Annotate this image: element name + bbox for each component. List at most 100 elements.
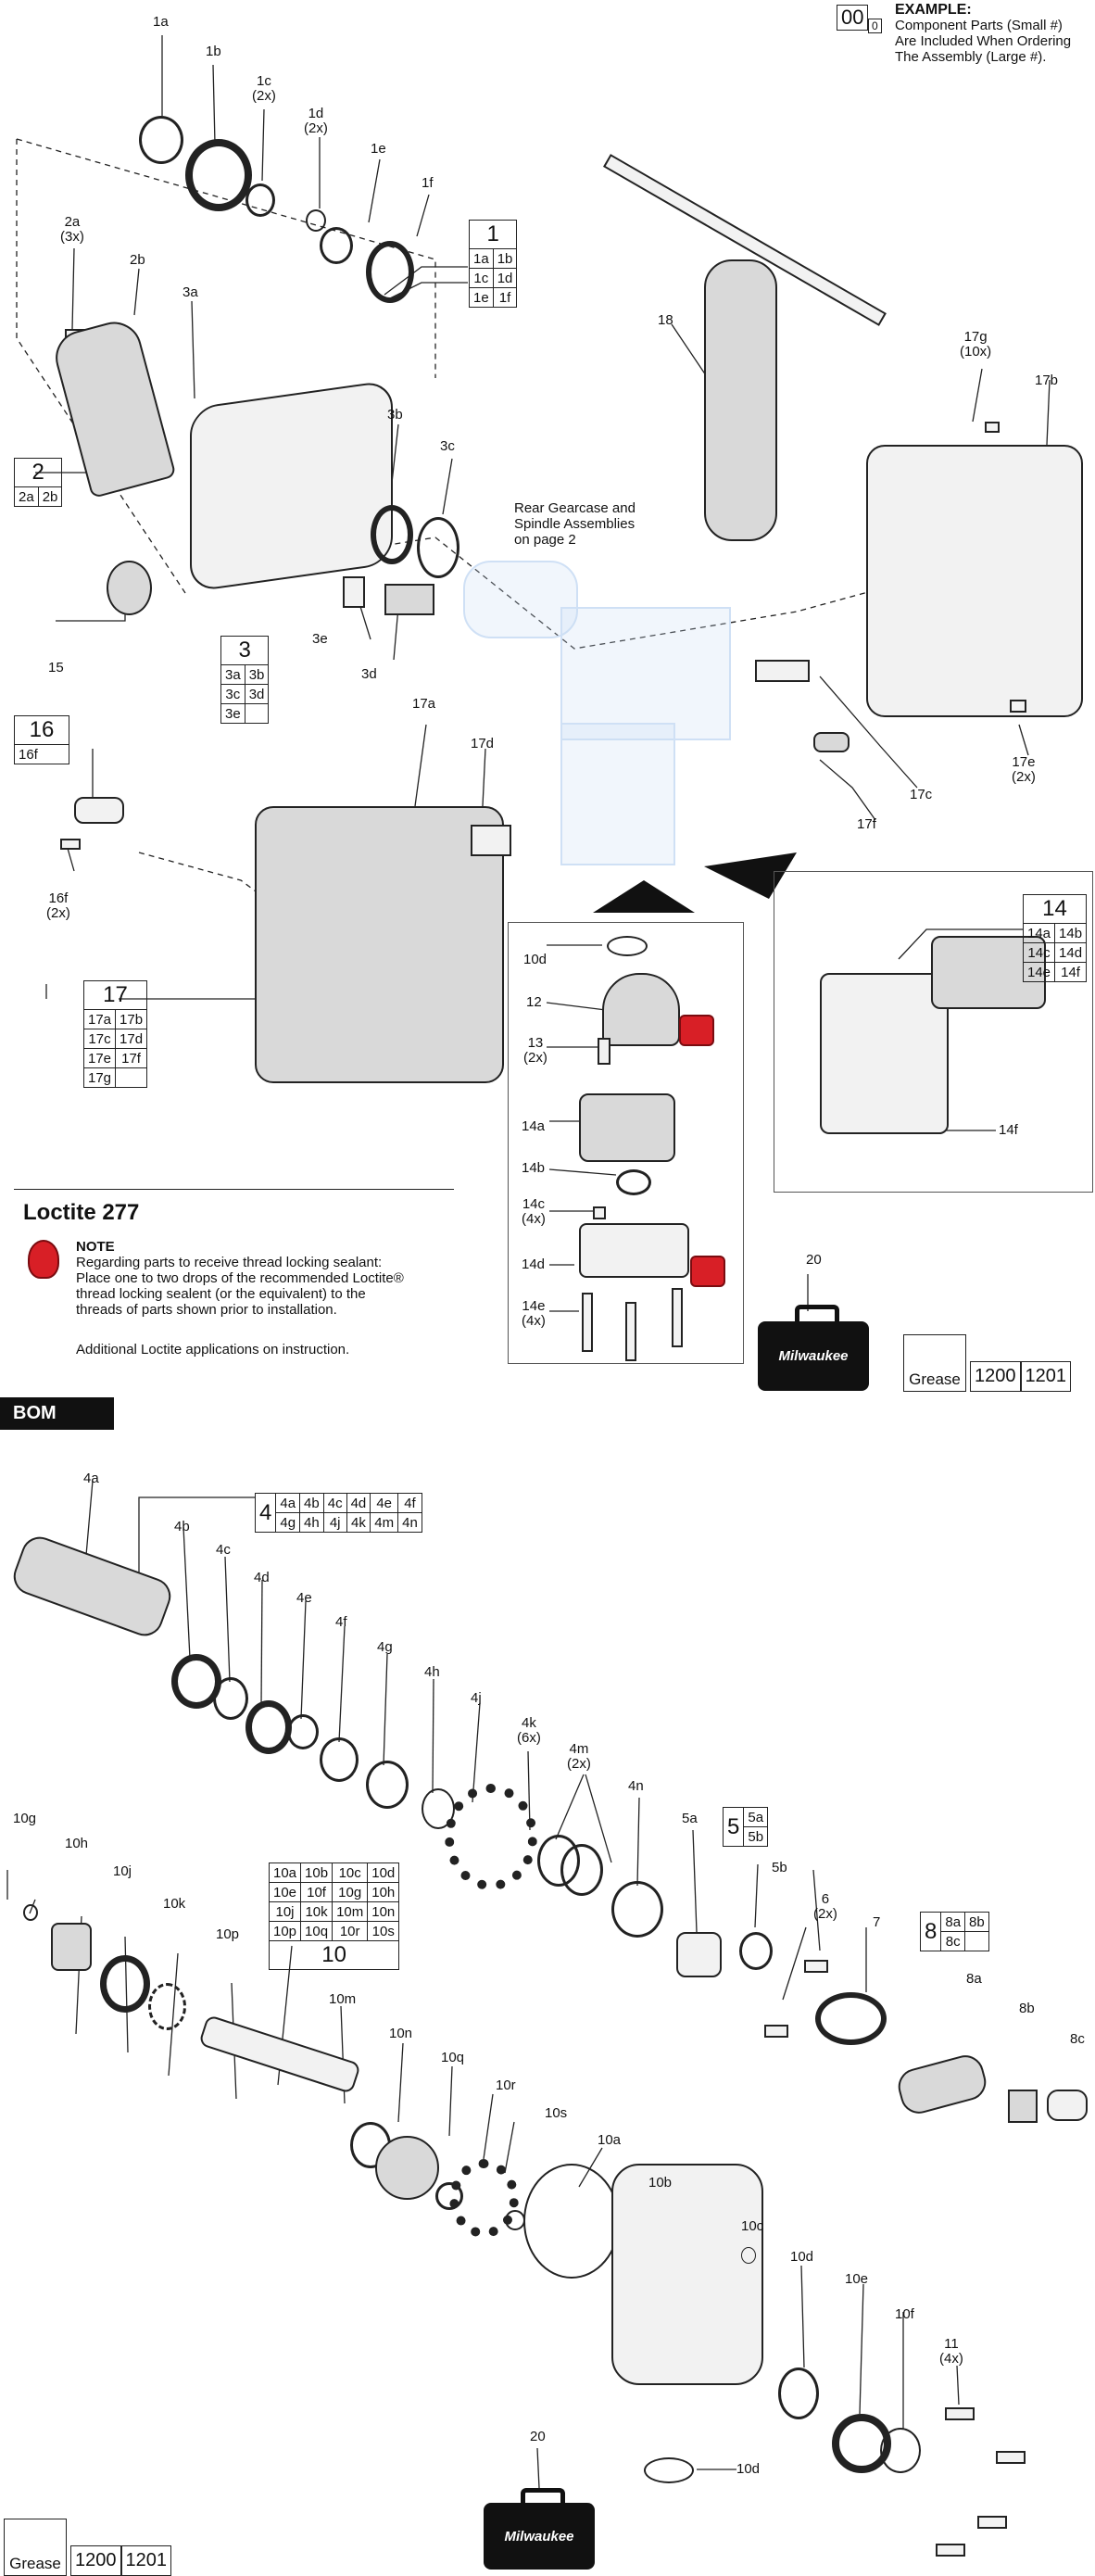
callout-11-qty: (4x) xyxy=(939,2351,963,2367)
callout-10j: 10j xyxy=(113,1863,132,1879)
part-17d-pcb xyxy=(471,825,511,856)
part-17g-screw xyxy=(985,422,1000,433)
callout-13-id: 13 xyxy=(527,1035,544,1051)
callout-10h: 10h xyxy=(65,1836,89,1851)
assembly-4-cell: 4c xyxy=(322,1493,347,1513)
part-10f-ring xyxy=(880,2428,921,2473)
part-4j-gear xyxy=(445,1784,537,1890)
example-assembly-number: 00 xyxy=(837,5,869,31)
callout-14c-qty: (4x) xyxy=(522,1211,546,1227)
part-11-screw-2 xyxy=(996,2451,1026,2464)
part-10d-o-ring xyxy=(607,936,648,956)
rear-gearcase-note-line: on page 2 xyxy=(514,532,576,548)
assembly-8-cell xyxy=(964,1931,989,1951)
callout-4e: 4e xyxy=(296,1590,312,1606)
loctite-bottle-icon-2 xyxy=(690,1256,725,1287)
part-10h-gear xyxy=(51,1923,92,1971)
assembly-2-cell: 2a xyxy=(14,486,39,507)
assembly-17-number: 17 xyxy=(82,980,148,1010)
example-component-number: 0 xyxy=(868,19,882,33)
part-14d-end-bell xyxy=(579,1223,689,1278)
callout-10a: 10a xyxy=(598,2132,622,2148)
assembly-4-cell: 4j xyxy=(322,1512,347,1533)
callout-1e: 1e xyxy=(371,141,386,157)
part-15-selector-knob xyxy=(107,561,152,615)
callout-17c: 17c xyxy=(910,787,933,802)
callout-14c-id: 14c xyxy=(522,1196,546,1212)
callout-10q: 10q xyxy=(441,2050,465,2065)
callout-1d-qty: (2x) xyxy=(304,120,328,136)
part-10s-clip xyxy=(505,2210,525,2230)
assembly-1-cell: 1b xyxy=(492,248,518,269)
callout-10e: 10e xyxy=(845,2271,869,2287)
callout-4m-id: 4m xyxy=(569,1741,589,1757)
part-17c-switch xyxy=(755,660,810,682)
assembly-5-grid: 5 5a 5b xyxy=(722,1807,769,1847)
electronics-panel xyxy=(774,871,1093,1193)
callout-14d: 14d xyxy=(522,1256,546,1272)
part-3a-gear-housing xyxy=(190,379,393,593)
part-13-screw xyxy=(598,1038,610,1065)
assembly-14-cell: 14b xyxy=(1054,923,1088,943)
bom-label: BOM xyxy=(0,1397,114,1430)
assembly-17-cell: 17e xyxy=(82,1048,117,1068)
assembly-10-cell: 10b xyxy=(300,1863,334,1883)
assembly-14-cell: 14c xyxy=(1022,942,1056,963)
loctite-note-heading: NOTE xyxy=(76,1239,115,1255)
assembly-4-grid: 4 4a 4b 4c 4d 4e 4f 4g 4h 4j 4k 4m 4n xyxy=(254,1493,422,1533)
callout-20-bottom: 20 xyxy=(530,2429,546,2444)
callout-3c: 3c xyxy=(440,438,455,454)
part-3e-spring xyxy=(343,576,365,608)
assembly-10-cell: 10h xyxy=(367,1882,400,1902)
part-17b-housing-half xyxy=(866,445,1083,717)
part-7-plate xyxy=(815,1992,887,2045)
loctite-bottle-icon xyxy=(679,1015,714,1046)
assembly-17-cell: 17f xyxy=(115,1048,148,1068)
part-14a-stator xyxy=(579,1093,675,1162)
assembly-10-cell: 10k xyxy=(300,1901,334,1922)
callout-14e-id: 14e xyxy=(522,1298,546,1314)
callout-4d: 4d xyxy=(254,1570,270,1585)
assembly-3-cell xyxy=(244,703,270,724)
callout-4b: 4b xyxy=(174,1519,190,1534)
grease-number-2-bottom: 1201 xyxy=(120,2545,171,2576)
assembly-10-cell: 10q xyxy=(300,1921,334,1941)
part-4c-ring xyxy=(213,1677,248,1720)
assembly-1-cell: 1a xyxy=(469,248,494,269)
rear-gearcase-note-line: Spindle Assemblies xyxy=(514,516,636,532)
assembly-3-cell: 3e xyxy=(220,703,245,724)
callout-10k: 10k xyxy=(163,1896,186,1912)
callout-4n: 4n xyxy=(628,1778,644,1794)
example-line-1: Component Parts (Small #) xyxy=(895,18,1063,33)
callout-1a: 1a xyxy=(153,14,169,30)
part-8c-pin xyxy=(1047,2090,1088,2121)
assembly-3-cell: 3c xyxy=(220,684,245,704)
loctite-drop-icon xyxy=(28,1240,59,1279)
callout-14c: 14c(4x) xyxy=(522,1197,546,1227)
rear-gearcase-note: Rear Gearcase and Spindle Assemblies on … xyxy=(514,500,636,548)
part-1e-ring xyxy=(320,227,353,264)
callout-1c: 1c(2x) xyxy=(252,74,276,104)
assembly-10-cell: 10s xyxy=(367,1921,400,1941)
callout-6-id: 6 xyxy=(821,1891,830,1907)
assembly-8-cell: 8c xyxy=(940,1931,966,1951)
callout-4k-qty: (6x) xyxy=(517,1730,541,1746)
example-heading: EXAMPLE: xyxy=(895,2,972,18)
assembly-14-cell: 14e xyxy=(1022,962,1056,982)
part-10k-spring xyxy=(148,1983,186,2030)
part-11-screw-4 xyxy=(977,2516,1007,2529)
assembly-4-cell: 4k xyxy=(346,1512,371,1533)
callout-3d: 3d xyxy=(361,666,377,682)
callout-20: 20 xyxy=(806,1252,822,1268)
part-1b-bearing xyxy=(185,139,252,211)
callout-15: 15 xyxy=(48,660,64,676)
part-6-screw xyxy=(804,1960,828,1973)
callout-4c: 4c xyxy=(216,1542,231,1558)
assembly-10-cell: 10c xyxy=(332,1863,369,1883)
part-5b-ring xyxy=(739,1932,773,1970)
callout-17e-id: 17e xyxy=(1012,754,1036,770)
assembly-8-cell: 8a xyxy=(940,1912,966,1932)
part-11-screw xyxy=(945,2407,975,2420)
